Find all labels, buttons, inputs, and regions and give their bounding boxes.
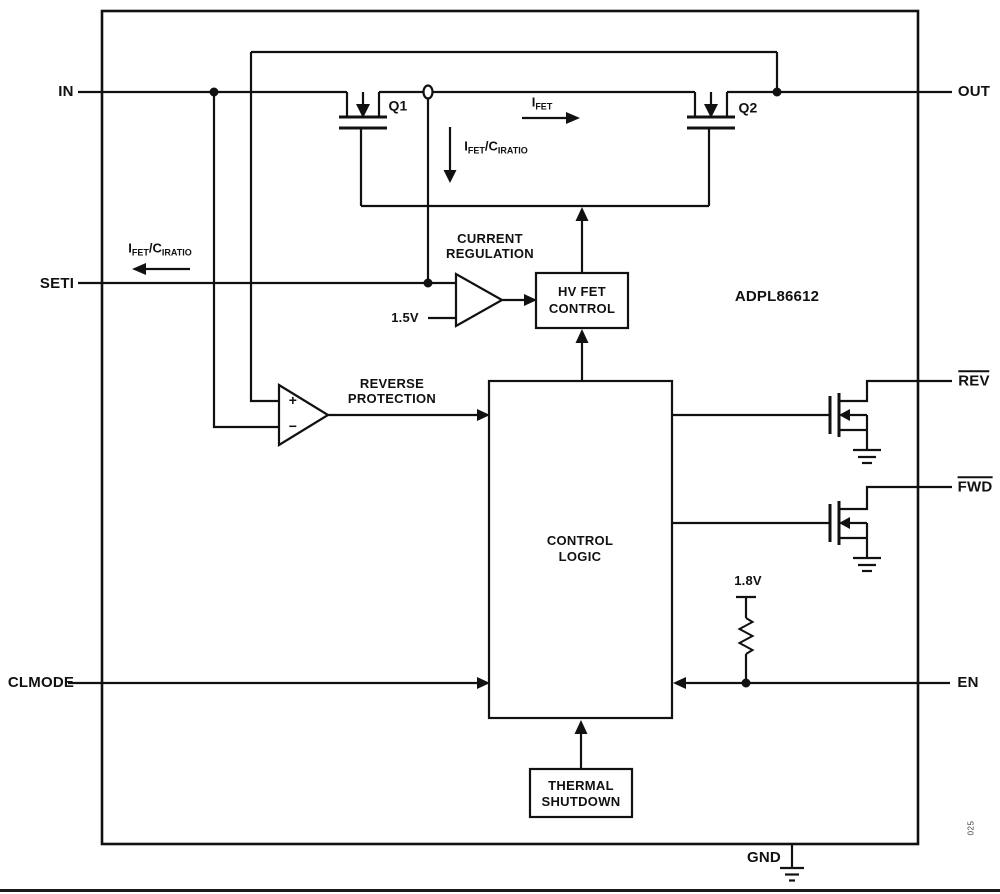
comparator-output-arrow-head xyxy=(477,409,490,421)
pin-label-clmode: CLMODE xyxy=(7,673,75,691)
rev-overline: REV xyxy=(958,370,990,390)
fwd-mosfet xyxy=(828,485,952,573)
clmode-arrow-head xyxy=(477,677,490,689)
q1-arrow-head xyxy=(356,104,370,118)
control-logic-label: CONTROL LOGIC xyxy=(546,533,614,564)
current-annotation-arrows xyxy=(132,112,580,275)
ifet-ciratio-label-vertical: IFET/CIRATIO xyxy=(464,138,528,156)
fwd-bulk-arrow-head xyxy=(839,517,850,529)
fwd-overline: FWD xyxy=(957,476,993,496)
net-feedback-to-plus-input xyxy=(249,52,279,403)
ref-1v8-label: 1.8V xyxy=(734,572,762,588)
pin-label-gnd: GND xyxy=(747,848,781,866)
pin-label-fwd: FWD xyxy=(957,476,993,496)
q2-arrow-head xyxy=(704,104,718,118)
ifet-ratio-down-head xyxy=(443,170,457,183)
fwd-ground-symbol xyxy=(853,556,881,573)
en-arrow-head xyxy=(673,677,686,689)
resistor-zigzag xyxy=(737,617,755,655)
wires xyxy=(68,50,952,685)
thermal-shutdown-label: THERMAL SHUTDOWN xyxy=(541,778,621,809)
hv-to-gates-arrow-head xyxy=(575,207,589,221)
junction-dot xyxy=(209,87,219,97)
comparator-triangle xyxy=(277,383,331,447)
rev-drain-to-pin xyxy=(839,379,952,403)
control-logic-box xyxy=(487,379,674,720)
comparator-minus-sign: − xyxy=(288,418,298,434)
current-regulation-amp xyxy=(454,272,537,328)
pin-label-out: OUT xyxy=(957,82,991,100)
chip-outline xyxy=(100,9,920,846)
amp-triangle xyxy=(454,272,505,328)
rev-mosfet xyxy=(828,379,952,465)
pin-label-seti: SETI xyxy=(39,274,75,292)
pin-label-in: IN xyxy=(58,82,74,100)
current-regulation-label: CURRENT REGULATION xyxy=(446,231,534,261)
pin-label-rev: REV xyxy=(958,370,990,390)
logic-to-hv-arrow-head xyxy=(575,329,589,343)
junction-dot xyxy=(741,678,751,688)
hv-fet-control-box xyxy=(534,207,630,380)
page-rule xyxy=(0,889,1000,892)
junction-dot xyxy=(772,87,782,97)
control-logic-input-arrows xyxy=(477,677,686,689)
junction-dot xyxy=(423,278,433,288)
thermal-to-logic-arrow-head xyxy=(574,720,588,734)
net-in-to-minus-input xyxy=(212,92,279,429)
sense-node-circle xyxy=(422,84,434,100)
junction-dots xyxy=(209,87,782,688)
ifet-ciratio-label-seti: IFET/CIRATIO xyxy=(128,240,192,258)
q2-mosfet xyxy=(687,92,735,206)
ref-1v5-label: 1.5V xyxy=(391,309,419,325)
pin-label-en: EN xyxy=(957,673,979,691)
amp-output-arrow-head xyxy=(524,294,537,306)
ifet-label: IFET xyxy=(531,94,553,112)
en-pullup-resistor xyxy=(736,595,756,683)
reverse-protection-comparator xyxy=(277,383,490,447)
ifet-ratio-left-head xyxy=(132,263,146,275)
q1-mosfet xyxy=(339,92,387,206)
figure-number: 025 xyxy=(966,820,976,836)
q2-label: Q2 xyxy=(738,99,758,116)
q1-label: Q1 xyxy=(388,97,408,114)
reverse-protection-label: REVERSE PROTECTION xyxy=(347,376,437,406)
rev-ground-symbol xyxy=(853,448,881,465)
thermal-shutdown-box xyxy=(528,720,634,819)
part-number: ADPL86612 xyxy=(734,287,820,305)
gnd-pin-symbol xyxy=(780,844,804,882)
hv-fet-control-label: HV FET CONTROL xyxy=(548,284,616,316)
rev-bulk-arrow-head xyxy=(839,409,850,421)
ifet-arrow-head xyxy=(566,112,580,124)
comparator-plus-sign: + xyxy=(288,392,298,408)
fwd-drain-to-pin xyxy=(839,485,952,511)
